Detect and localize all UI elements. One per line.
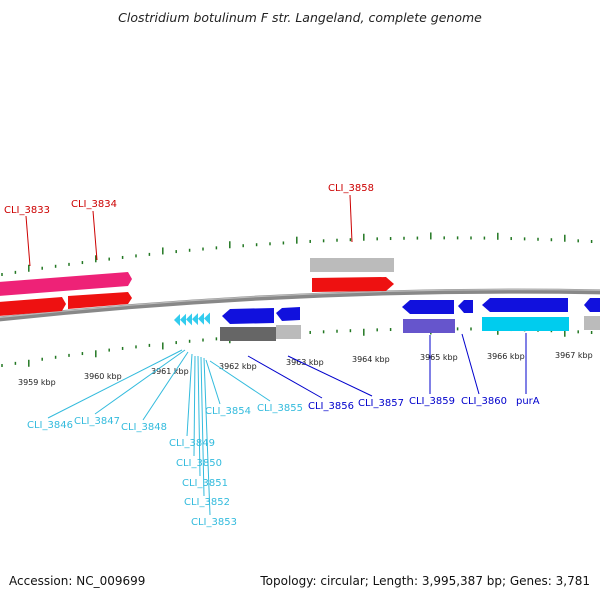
gene-block-darkgrey <box>220 327 276 341</box>
gene-label-group: CLI_3833 CLI_3834 CLI_3858 CLI_3846 CLI_… <box>4 183 540 528</box>
small-gene-arrow <box>204 312 210 325</box>
gene-label: CLI_3851 <box>182 478 228 489</box>
gene-arrow-blue-5 <box>482 298 568 312</box>
gene-arrow-pink <box>0 272 132 296</box>
label-leader-line <box>209 360 271 402</box>
label-leader-line <box>287 355 373 397</box>
gene-label: CLI_3858 <box>328 183 374 194</box>
gene-arrow-blue-2 <box>276 307 300 321</box>
small-cyan-gene-arrows <box>174 312 210 326</box>
kbp-tick-label: 3962 kbp <box>219 362 257 371</box>
gene-block-lightgrey <box>276 325 301 339</box>
gene-label: CLI_3860 <box>461 396 507 407</box>
gene-arrow-blue-3 <box>402 300 454 314</box>
kbp-tick-label: 3965 kbp <box>420 353 458 362</box>
small-gene-arrow <box>186 313 192 326</box>
gene-label: CLI_3833 <box>4 205 50 216</box>
gene-label: CLI_3852 <box>184 497 230 508</box>
label-leader-line <box>200 356 205 497</box>
gene-arrow-blue-6 <box>584 298 600 312</box>
gene-arrow-red-1 <box>0 297 66 316</box>
label-leader-line <box>205 359 221 405</box>
gene-block-cyan <box>482 317 569 331</box>
gene-label: CLI_3853 <box>191 517 237 528</box>
kbp-tick-label: 3961 kbp <box>151 367 189 376</box>
gene-label: CLI_3856 <box>308 401 354 412</box>
small-gene-arrow <box>180 313 186 326</box>
gene-arrow-blue-1 <box>222 308 274 324</box>
gene-label: CLI_3854 <box>205 406 251 417</box>
label-leader-line <box>203 357 211 516</box>
forward-strand-features <box>0 258 394 316</box>
label-leader-line <box>94 349 186 415</box>
gene-label: CLI_3847 <box>74 416 120 427</box>
kbp-label-row: 3959 kbp 3960 kbp 3961 kbp 3962 kbp 3963 kbp… <box>18 351 593 387</box>
gene-label: CLI_3857 <box>358 398 404 409</box>
label-leader-line <box>193 355 196 457</box>
gene-block-grey-top <box>310 258 394 272</box>
gene-block-lightgrey-right <box>584 316 600 330</box>
gene-arrow-red-3 <box>312 277 394 292</box>
label-leader-line <box>197 355 201 477</box>
accession-text: Accession: NC_009699 <box>9 574 146 588</box>
label-leader-line <box>25 215 31 267</box>
label-leader-line <box>142 351 189 421</box>
kbp-tick-label: 3967 kbp <box>555 351 593 360</box>
label-leader-line <box>92 210 98 261</box>
map-title: Clostridium botulinum F str. Langeland, … <box>118 10 482 25</box>
label-leader-line <box>47 349 183 419</box>
label-leader-line <box>247 355 323 399</box>
gene-arrow-red-2 <box>68 292 132 309</box>
gene-label: CLI_3848 <box>121 422 167 433</box>
small-gene-arrow <box>198 312 204 325</box>
gene-label: CLI_3849 <box>169 438 215 449</box>
kbp-tick-label: 3960 kbp <box>84 372 122 381</box>
gene-label: CLI_3846 <box>27 420 73 431</box>
gene-block-purple <box>403 319 455 333</box>
reverse-strand-features <box>174 298 600 341</box>
label-leader-line <box>349 194 353 243</box>
kbp-tick-label: 3966 kbp <box>487 352 525 361</box>
outer-tick-row <box>1 232 593 277</box>
label-leader-line <box>186 353 193 437</box>
gene-arrow-blue-4 <box>458 300 473 313</box>
small-gene-arrow <box>174 314 180 326</box>
genome-backbone <box>0 288 600 322</box>
kbp-tick-label: 3959 kbp <box>18 378 56 387</box>
gene-label: CLI_3850 <box>176 458 222 469</box>
kbp-tick-label: 3964 kbp <box>352 355 390 364</box>
small-gene-arrow <box>192 313 198 326</box>
label-leader-lines <box>25 194 527 516</box>
kbp-tick-label: 3963 kbp <box>286 358 324 367</box>
gene-label: CLI_3855 <box>257 403 303 414</box>
gene-label: purA <box>516 396 540 407</box>
gene-label: CLI_3859 <box>409 396 455 407</box>
label-leader-line <box>461 333 480 395</box>
topology-text: Topology: circular; Length: 3,995,387 bp… <box>260 574 590 588</box>
gene-label: CLI_3834 <box>71 199 117 210</box>
genome-backbone-highlight <box>0 289 600 319</box>
